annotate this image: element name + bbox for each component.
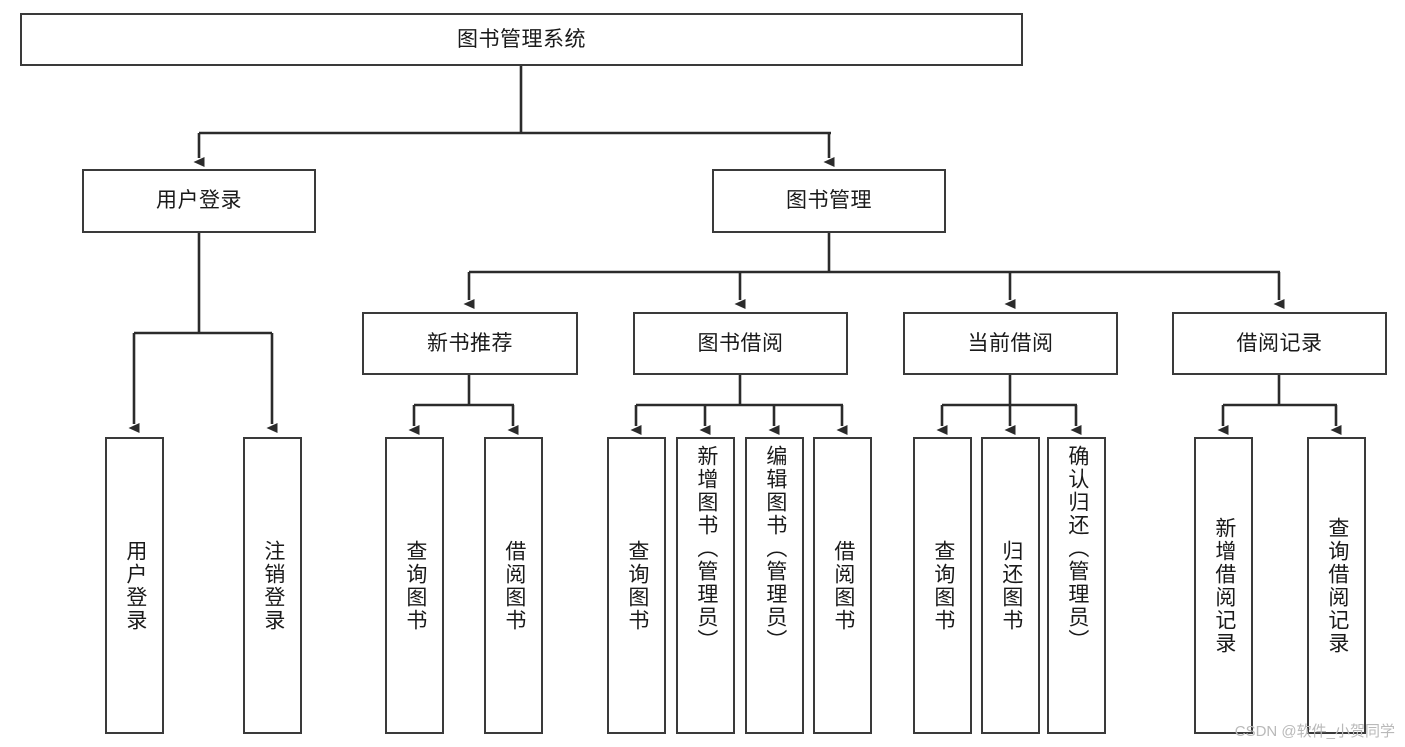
leaf-user-login[interactable]: 用户登录 <box>105 437 164 734</box>
node-label: 新增借阅记录 <box>1212 516 1236 655</box>
node-label: 编辑图书（管理员） <box>763 445 787 652</box>
node-borrow-record[interactable]: 借阅记录 <box>1172 312 1387 375</box>
node-label: 新书推荐 <box>427 331 513 355</box>
node-label: 查询图书 <box>403 539 427 632</box>
node-label: 借阅图书 <box>831 539 855 632</box>
node-book-management[interactable]: 图书管理 <box>712 169 946 233</box>
leaf-borrow-book-recommend[interactable]: 借阅图书 <box>484 437 543 734</box>
node-label: 图书管理 <box>786 189 872 213</box>
node-user-login[interactable]: 用户登录 <box>82 169 316 233</box>
node-root-book-management-system[interactable]: 图书管理系统 <box>20 13 1023 66</box>
node-label: 新增图书（管理员） <box>694 445 718 652</box>
leaf-confirm-return-admin[interactable]: 确认归还（管理员） <box>1047 437 1106 734</box>
node-label: 用户登录 <box>156 189 242 213</box>
node-label: 查询图书 <box>625 539 649 632</box>
leaf-query-borrow-record[interactable]: 查询借阅记录 <box>1307 437 1366 734</box>
node-current-borrow[interactable]: 当前借阅 <box>903 312 1118 375</box>
node-label: 注销登录 <box>261 539 285 632</box>
node-label: 借阅记录 <box>1236 331 1323 355</box>
node-label: 借阅图书 <box>502 539 526 632</box>
leaf-edit-book-admin[interactable]: 编辑图书（管理员） <box>745 437 804 734</box>
leaf-query-book-current[interactable]: 查询图书 <box>913 437 972 734</box>
csdn-watermark: CSDN @软件_小贺同学 <box>1234 723 1395 740</box>
node-label: 当前借阅 <box>967 331 1054 355</box>
leaf-add-borrow-record[interactable]: 新增借阅记录 <box>1194 437 1253 734</box>
leaf-query-book-borrow[interactable]: 查询图书 <box>607 437 666 734</box>
node-label: 图书借阅 <box>697 331 784 355</box>
node-label: 用户登录 <box>123 539 147 632</box>
leaf-logout-login[interactable]: 注销登录 <box>243 437 302 734</box>
node-new-book-recommend[interactable]: 新书推荐 <box>362 312 578 375</box>
node-label: 查询图书 <box>931 539 955 632</box>
node-label: 确认归还（管理员） <box>1065 445 1089 652</box>
leaf-query-book-recommend[interactable]: 查询图书 <box>385 437 444 734</box>
leaf-borrow-book[interactable]: 借阅图书 <box>813 437 872 734</box>
node-label: 图书管理系统 <box>457 27 586 51</box>
node-book-borrow[interactable]: 图书借阅 <box>633 312 848 375</box>
leaf-add-book-admin[interactable]: 新增图书（管理员） <box>676 437 735 734</box>
leaf-return-book[interactable]: 归还图书 <box>981 437 1040 734</box>
node-label: 查询借阅记录 <box>1325 516 1349 655</box>
node-label: 归还图书 <box>999 539 1023 632</box>
